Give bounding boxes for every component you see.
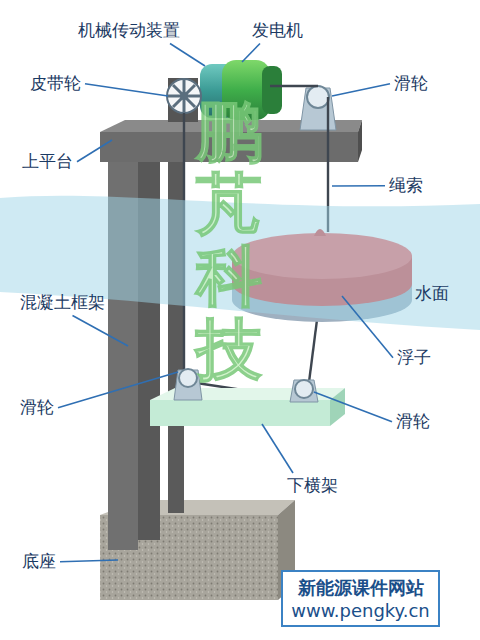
part-label: 滑轮 xyxy=(20,398,54,418)
part-label: 水面 xyxy=(415,284,449,304)
crossbar-side xyxy=(330,388,345,426)
part-label: 滑轮 xyxy=(394,74,428,94)
website-box: 新能源课件网站www.pengky.cn xyxy=(281,570,440,627)
part-label: 下横架 xyxy=(287,476,338,496)
website-text: 新能源课件网站 xyxy=(291,576,430,600)
leader-line xyxy=(170,44,205,66)
part-label: 浮子 xyxy=(397,348,431,368)
part-label: 底座 xyxy=(22,552,56,572)
lower-pulley xyxy=(179,369,197,387)
platform-side xyxy=(358,120,362,162)
part-label: 混凝土框架 xyxy=(20,293,105,313)
part-label: 机械传动装置 xyxy=(78,21,180,41)
leader-line xyxy=(332,84,390,96)
lower-crossbar xyxy=(150,400,330,426)
leader-line xyxy=(77,140,112,162)
pulley-stand xyxy=(290,380,318,402)
leader-line xyxy=(58,372,178,408)
belt-pulley xyxy=(167,79,201,113)
top-pulley xyxy=(307,86,329,108)
watermark: 鹏芃科技 xyxy=(196,96,262,386)
pulley-hub xyxy=(180,92,188,100)
pulley-spokes xyxy=(168,80,200,112)
lower-pulley xyxy=(295,380,313,398)
website-text: www.pengky.cn xyxy=(291,600,430,621)
leader-line xyxy=(60,560,118,562)
part-label: 上平台 xyxy=(22,152,73,172)
leader-line xyxy=(262,424,293,473)
leader-line xyxy=(85,84,168,96)
leader-line xyxy=(73,316,129,346)
part-label: 皮带轮 xyxy=(30,74,81,94)
part-label: 绳索 xyxy=(389,176,423,196)
leader-line xyxy=(242,44,260,62)
leader-line xyxy=(342,296,393,358)
leader-line xyxy=(332,185,385,187)
part-label: 滑轮 xyxy=(396,412,430,432)
part-label: 发电机 xyxy=(252,21,303,41)
generator-end xyxy=(262,66,282,114)
leader-line xyxy=(314,392,392,422)
